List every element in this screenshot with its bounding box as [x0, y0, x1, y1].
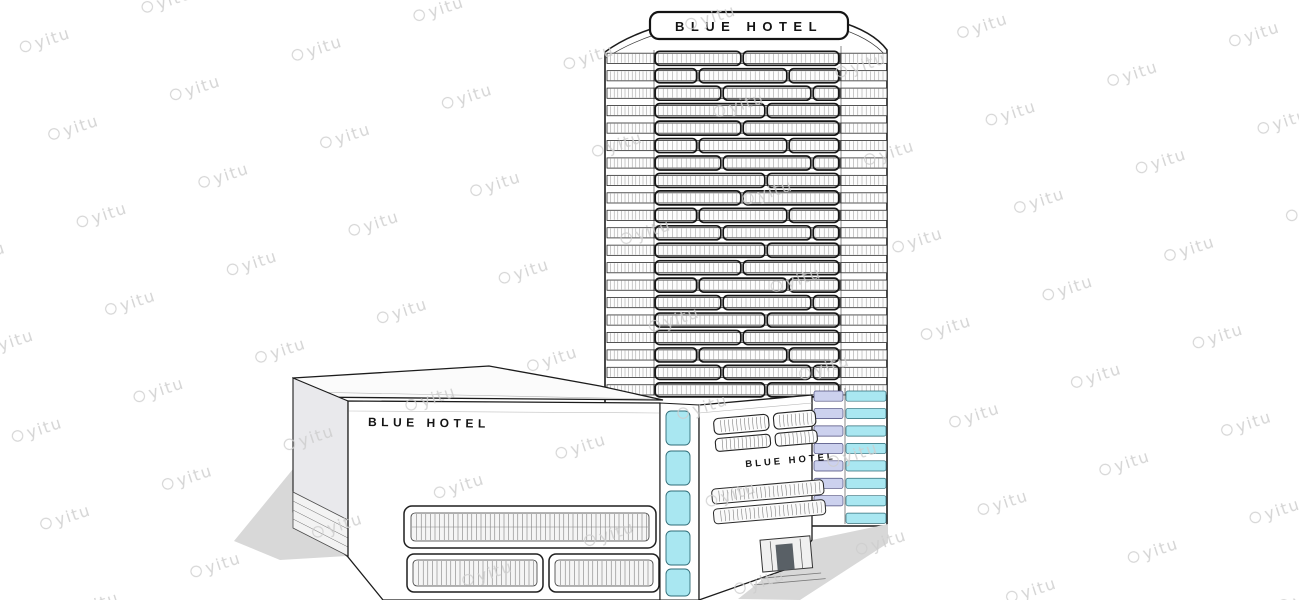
render-canvas: yitu BLUE HOTEL BLUE HOTEL [0, 0, 1299, 600]
watermark-overlay [0, 0, 1299, 600]
building-render: yitu BLUE HOTEL BLUE HOTEL [0, 0, 1299, 600]
